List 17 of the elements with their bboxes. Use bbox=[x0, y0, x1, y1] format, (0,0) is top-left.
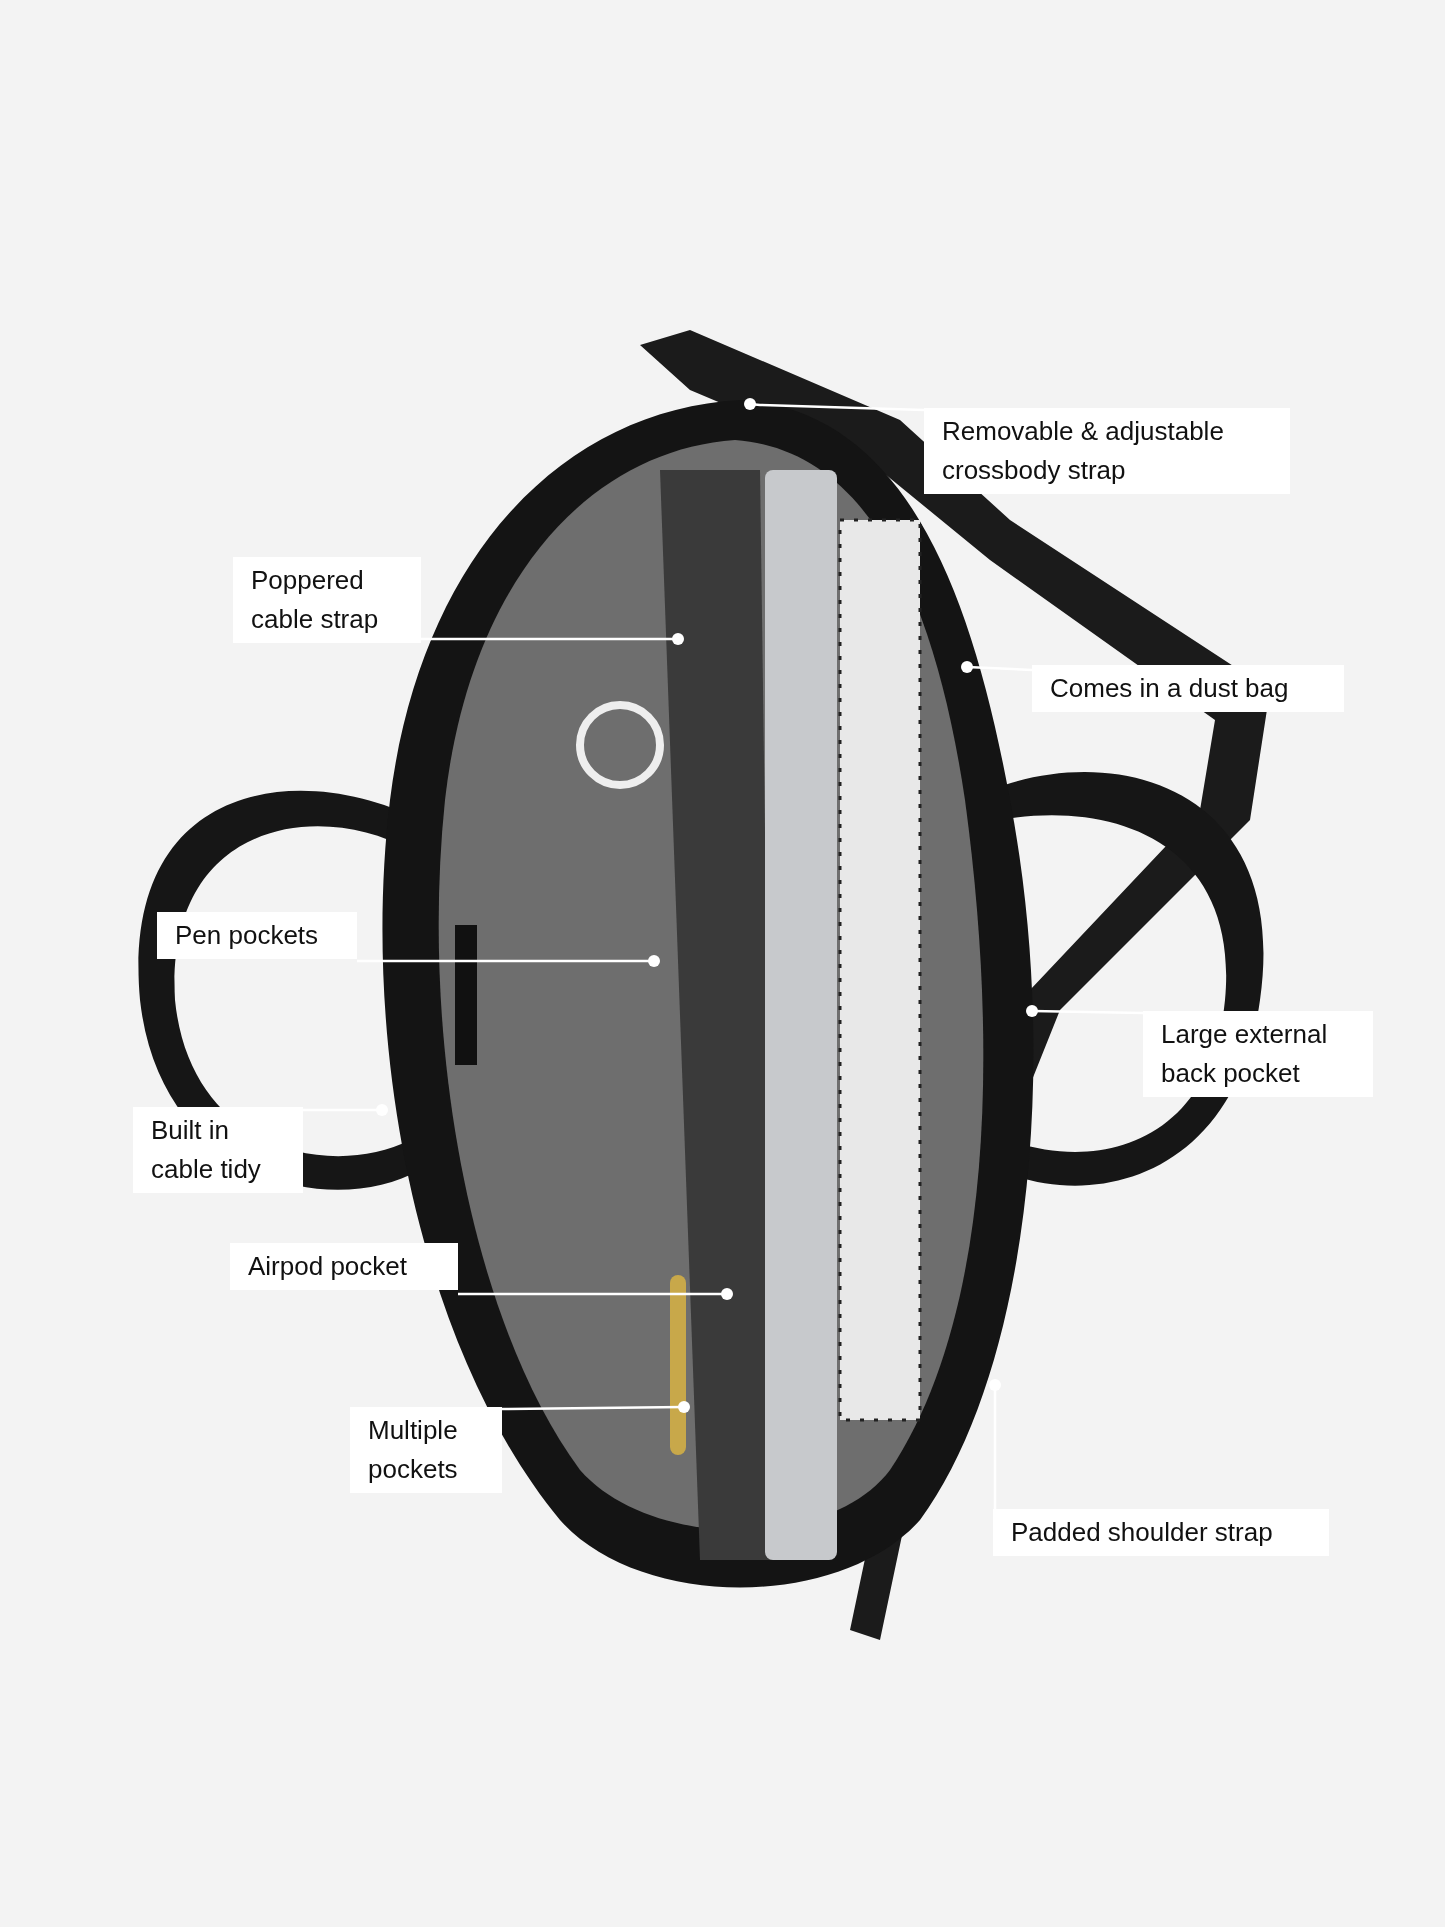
callout-label: Pen pockets bbox=[157, 912, 357, 959]
leader-line bbox=[1026, 1005, 1144, 1017]
callout-label: Large external back pocket bbox=[1143, 1011, 1373, 1097]
leader-line bbox=[357, 955, 660, 967]
leader-line bbox=[989, 1379, 1001, 1509]
callout-label: Airpod pocket bbox=[230, 1243, 458, 1290]
leader-line bbox=[458, 1288, 733, 1300]
leader-line bbox=[421, 633, 684, 645]
callout-label: Removable & adjustable crossbody strap bbox=[924, 408, 1290, 494]
callout-label: Poppered cable strap bbox=[233, 557, 421, 643]
callout-label: Multiple pockets bbox=[350, 1407, 502, 1493]
callout-label: Padded shoulder strap bbox=[993, 1509, 1329, 1556]
leader-line bbox=[961, 661, 1033, 673]
callout-label: Comes in a dust bag bbox=[1032, 665, 1344, 712]
callout-label: Built in cable tidy bbox=[133, 1107, 303, 1193]
leader-line bbox=[502, 1401, 690, 1413]
leader-line bbox=[744, 398, 925, 412]
